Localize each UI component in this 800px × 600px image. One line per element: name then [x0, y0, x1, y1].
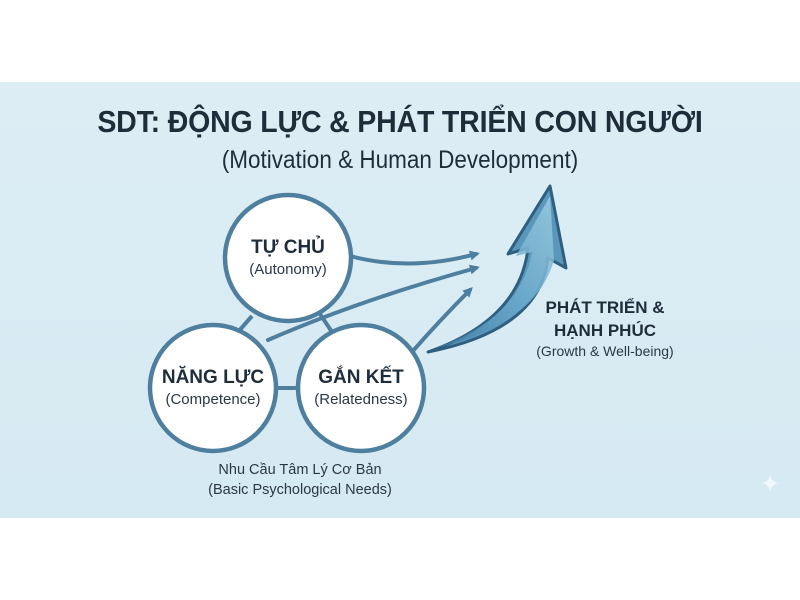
node-autonomy-sublabel: (Autonomy) [249, 261, 327, 278]
node-competence-sublabel: (Competence) [165, 391, 261, 408]
needs-caption: Nhu Cầu Tâm Lý Cơ Bản (Basic Psychologic… [170, 460, 430, 500]
outcome-label: PHÁT TRIỂN & HẠNH PHÚC (Growth & Well-be… [520, 296, 690, 361]
outcome-line2: HẠNH PHÚC [554, 321, 656, 340]
needs-caption-en: (Basic Psychological Needs) [208, 482, 392, 498]
outcome-line1: PHÁT TRIỂN & [545, 298, 665, 317]
circle-relatedness [295, 322, 427, 454]
node-competence: NĂNG LỰC (Competence) [148, 366, 278, 410]
flow-arrows [266, 250, 480, 354]
needs-caption-vi: Nhu Cầu Tâm Lý Cơ Bản [218, 462, 382, 478]
node-relatedness-sublabel: (Relatedness) [314, 391, 408, 408]
node-relatedness-label: GẮN KẾT [318, 367, 404, 388]
node-autonomy: TỰ CHỦ (Autonomy) [223, 236, 353, 280]
diagram-title: SDT: ĐỘNG LỰC & PHÁT TRIỂN CON NGƯỜI [97, 104, 703, 139]
rising-arrow-icon [426, 184, 568, 354]
flow-arrow-competence [266, 264, 480, 342]
flow-arrow-relatedness [410, 287, 473, 354]
circle-competence [147, 322, 279, 454]
outcome-sublabel: (Growth & Well-being) [536, 343, 674, 359]
node-competence-label: NĂNG LỰC [161, 367, 265, 388]
sparkle-icon: ✦ [759, 471, 781, 498]
node-relatedness: GẮN KẾT (Relatedness) [296, 366, 426, 410]
diagram-background [0, 82, 800, 518]
node-autonomy-label: TỰ CHỦ [251, 237, 325, 258]
diagram-subtitle: (Motivation & Human Development) [221, 146, 579, 174]
flow-arrow-autonomy [348, 250, 480, 266]
circle-autonomy [222, 192, 354, 324]
